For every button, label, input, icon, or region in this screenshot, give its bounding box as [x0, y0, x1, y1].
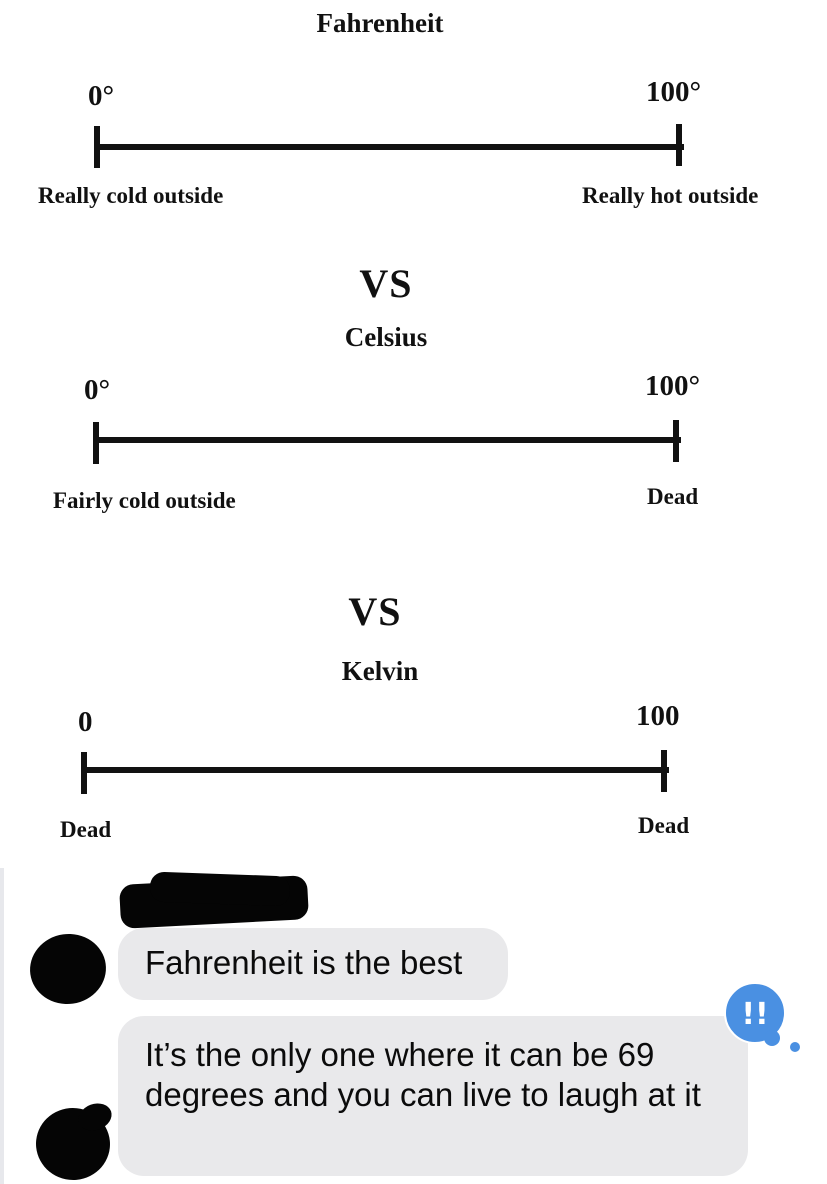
- kelvin-end-caption: Dead: [638, 813, 690, 838]
- reaction-tail-dot: [764, 1030, 780, 1046]
- celsius-scale-line: [93, 437, 681, 443]
- redacted-sender-name-overlap: [149, 871, 291, 907]
- message-bubble[interactable]: Fahrenheit is the best: [118, 928, 508, 1000]
- kelvin-scale-line: [81, 767, 669, 773]
- kelvin-start-caption: Dead: [60, 817, 112, 842]
- celsius-end-label: 100°: [645, 370, 701, 402]
- celsius-end-tick: [673, 420, 679, 462]
- chat-panel-edge: [0, 868, 4, 1184]
- fahrenheit-start-label: 0°: [88, 80, 115, 112]
- celsius-start-tick: [93, 422, 99, 464]
- kelvin-start-label: 0: [78, 706, 93, 738]
- celsius-start-caption: Fairly cold outside: [53, 488, 236, 513]
- celsius-end-caption: Dead: [647, 484, 699, 509]
- message-bubble[interactable]: It’s the only one where it can be 69 deg…: [118, 1016, 748, 1176]
- reaction-tail-dot: [790, 1042, 800, 1052]
- fahrenheit-start-caption: Really cold outside: [38, 183, 224, 208]
- kelvin-end-label: 100: [636, 700, 680, 732]
- message-text: It’s the only one where it can be 69 deg…: [145, 1036, 701, 1113]
- fahrenheit-end-caption: Really hot outside: [582, 183, 759, 208]
- fahrenheit-scale-line: [94, 144, 684, 150]
- kelvin-title: Kelvin: [341, 656, 419, 686]
- message-text: Fahrenheit is the best: [145, 944, 463, 981]
- kelvin-end-tick: [661, 750, 667, 792]
- vs-separator-1: VS: [359, 261, 413, 306]
- fahrenheit-title: Fahrenheit: [316, 8, 444, 38]
- fahrenheit-end-label: 100°: [646, 76, 702, 108]
- kelvin-start-tick: [81, 752, 87, 794]
- vs-separator-2: VS: [348, 589, 402, 634]
- celsius-title: Celsius: [344, 322, 428, 352]
- redacted-avatar: [25, 929, 111, 1009]
- fahrenheit-end-tick: [676, 124, 682, 166]
- celsius-start-label: 0°: [84, 374, 111, 406]
